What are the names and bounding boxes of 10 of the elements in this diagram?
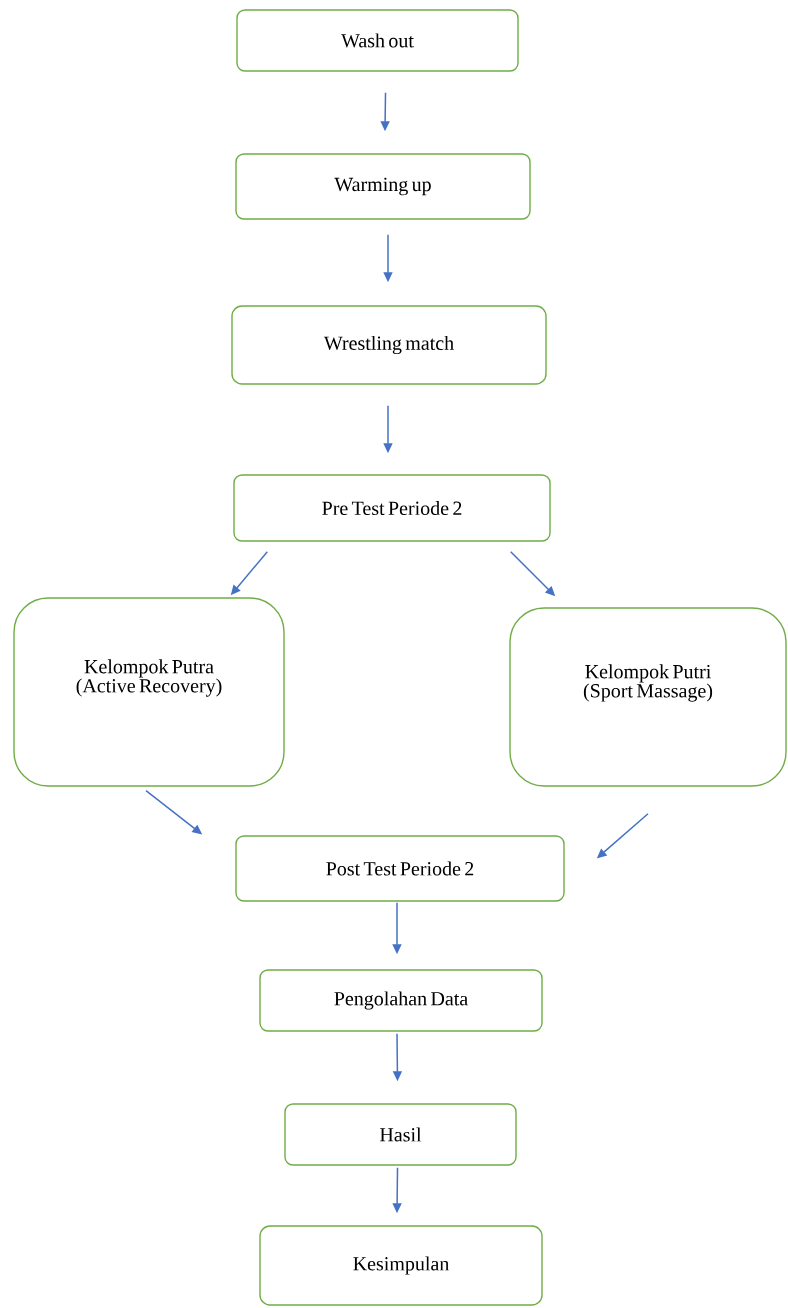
process-box: Warming up bbox=[235, 153, 531, 220]
process-box: Wrestling match bbox=[231, 305, 547, 385]
process-box: Kelompok Putra (Active Recovery) bbox=[13, 597, 285, 787]
process-box: Pengolahan Data bbox=[259, 969, 543, 1032]
process-box: Pre Test Periode 2 bbox=[233, 474, 551, 542]
process-box: Kesimpulan bbox=[259, 1225, 543, 1306]
process-box: Wash out bbox=[236, 9, 519, 72]
process-box: Kelompok Putri (Sport Massage) bbox=[509, 607, 787, 787]
process-box: Hasil bbox=[284, 1103, 517, 1166]
process-box: Post Test Periode 2 bbox=[235, 835, 565, 902]
